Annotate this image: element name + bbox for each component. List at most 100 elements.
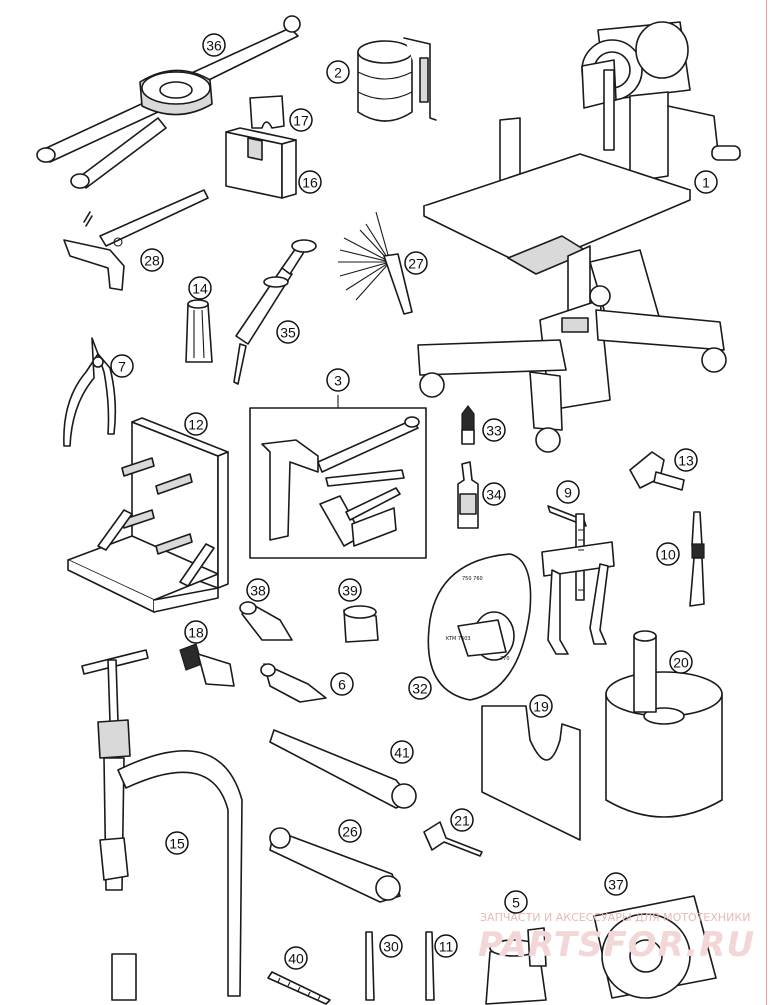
callout-circle (604, 872, 628, 896)
callout-circle (326, 60, 350, 84)
callout-28: 28 (140, 248, 164, 272)
callout-circle (656, 542, 680, 566)
callout-circle (556, 480, 580, 504)
callout-11: 11 (434, 934, 458, 958)
callout-number: 30 (383, 939, 399, 955)
callout-39: 39 (338, 578, 362, 602)
part-17-spacer-plate (249, 95, 285, 129)
watermark-tagline: ЗАПЧАСТИ И АКСЕССУАРЫ ДЛЯ МОТОТЕХНИКИ (480, 911, 750, 924)
callout-number: 9 (564, 485, 572, 501)
callout-circle (450, 808, 474, 832)
callout-circle (184, 620, 208, 644)
callout-20: 20 (669, 650, 693, 674)
svg-text:750 760: 750 760 (462, 576, 483, 582)
callout-circle (326, 368, 350, 392)
callout-37: 37 (604, 872, 628, 896)
part-33-sealant-tube (461, 405, 475, 445)
callout-circle (379, 934, 403, 958)
callout-27: 27 (404, 251, 428, 275)
callout-38: 38 (246, 578, 270, 602)
watermark: ЗАПЧАСТИ И АКСЕССУАРЫ ДЛЯ МОТОТЕХНИКИ PA… (478, 911, 754, 965)
callout-number: 35 (280, 325, 296, 341)
callout-40: 40 (284, 946, 308, 970)
part-36-holding-wrench (36, 15, 301, 189)
part-27-feeler-gauge (338, 211, 413, 315)
callout-number: 12 (188, 417, 204, 433)
callout-26: 26 (338, 819, 362, 843)
callout-number: 15 (169, 836, 185, 852)
part-9-bearing-puller (541, 505, 615, 655)
callout-number: 39 (342, 583, 358, 599)
part-14-sleeve (185, 299, 213, 363)
callout-circle (669, 650, 693, 674)
callout-number: 6 (338, 677, 346, 693)
callout-number: 21 (454, 813, 470, 829)
callout-circle (246, 578, 270, 602)
callout-18: 18 (184, 620, 208, 644)
callout-number: 2 (334, 65, 342, 81)
callout-circle (504, 890, 528, 914)
callout-number: 16 (302, 175, 318, 191)
callout-circle (338, 578, 362, 602)
part-21-spanner (423, 821, 483, 857)
part-26-socket (269, 827, 401, 903)
part-40-threaded-rod (267, 971, 331, 1005)
callout-circle (338, 819, 362, 843)
callout-number: 10 (660, 547, 676, 563)
callout-circle (529, 694, 553, 718)
part-10-bearing-extractor (689, 511, 705, 607)
callout-1: 1 (694, 170, 718, 194)
callout-9: 9 (556, 480, 580, 504)
callout-circle (674, 448, 698, 472)
callout-5: 5 (504, 890, 528, 914)
callout-circle (202, 33, 226, 57)
callout-number: 41 (394, 745, 410, 761)
callout-number: 18 (188, 625, 204, 641)
callout-number: 13 (678, 453, 694, 469)
callout-number: 26 (342, 824, 358, 840)
part-19-u-block (481, 705, 581, 841)
callout-33: 33 (482, 418, 506, 442)
part-32-degree-disc: KTM 7603 750 760 770 (427, 553, 532, 701)
callout-number: 17 (293, 113, 309, 129)
callout-circle (408, 676, 432, 700)
part-35-piston-pin-puller (233, 239, 317, 385)
part-18-adapter (179, 643, 235, 687)
callout-10: 10 (656, 542, 680, 566)
part-3-puller-kit (249, 395, 427, 559)
callout-circle (404, 251, 428, 275)
svg-text:770: 770 (500, 656, 510, 662)
callout-30: 30 (379, 934, 403, 958)
callout-number: 14 (192, 281, 208, 297)
callout-13: 13 (674, 448, 698, 472)
callout-17: 17 (289, 108, 313, 132)
callout-41: 41 (390, 740, 414, 764)
callout-21: 21 (450, 808, 474, 832)
callout-circle (482, 418, 506, 442)
callout-number: 27 (408, 256, 424, 272)
callout-2: 2 (326, 60, 350, 84)
callout-16: 16 (298, 170, 322, 194)
callout-circle (482, 482, 506, 506)
callout-circle (165, 831, 189, 855)
callout-circle (434, 934, 458, 958)
svg-text:KTM 7603: KTM 7603 (446, 636, 471, 642)
callout-number: 38 (250, 583, 266, 599)
part-15-valve-spring-compressor (81, 649, 243, 1001)
part-34-adhesive-bottle (457, 461, 479, 529)
callout-14: 14 (188, 276, 212, 300)
callout-circle (390, 740, 414, 764)
callout-15: 15 (165, 831, 189, 855)
part-6-drift (260, 663, 327, 703)
callout-34: 34 (482, 482, 506, 506)
callout-number: 28 (144, 253, 160, 269)
part-28-lever-tool (63, 189, 209, 291)
callout-36: 36 (202, 33, 226, 57)
callout-circle (110, 354, 134, 378)
callout-circle (330, 672, 354, 696)
callout-number: 34 (486, 487, 502, 503)
callout-35: 35 (276, 320, 300, 344)
callout-circle (184, 412, 208, 436)
part-37-press-drum (593, 895, 717, 999)
callout-number: 37 (608, 877, 624, 893)
